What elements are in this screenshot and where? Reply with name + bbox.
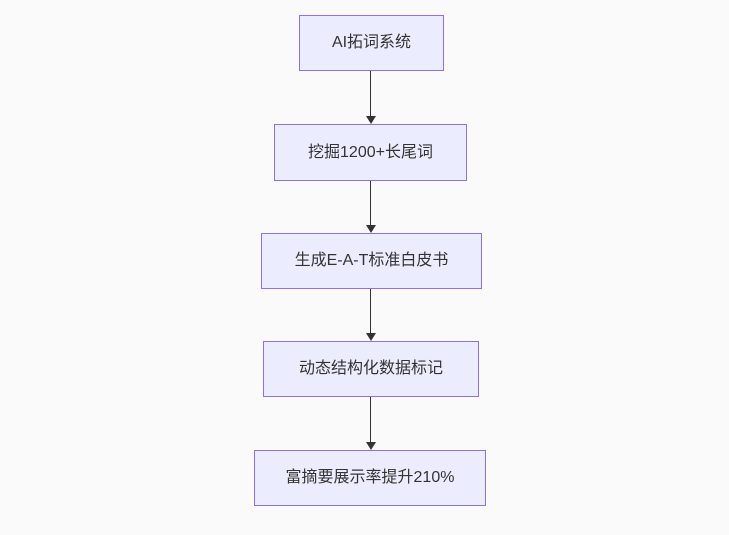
node-label: AI拓词系统 <box>331 34 412 52</box>
flowchart-node-rich-snippet-result: 富摘要展示率提升210% <box>254 450 486 506</box>
arrowhead-down-icon <box>365 333 376 341</box>
flowchart-edge-2 <box>364 181 377 233</box>
node-label: 挖掘1200+长尾词 <box>308 143 433 161</box>
flowchart-node-eat-whitepaper: 生成E-A-T标准白皮书 <box>261 233 482 289</box>
flowchart-node-structured-data: 动态结构化数据标记 <box>263 341 479 397</box>
flowchart-edge-4 <box>364 397 377 450</box>
edge-line <box>369 181 372 225</box>
node-label: 动态结构化数据标记 <box>298 360 443 378</box>
arrowhead-down-icon <box>365 225 376 233</box>
edge-line <box>369 397 372 442</box>
arrowhead-down-icon <box>365 442 376 450</box>
node-label: 生成E-A-T标准白皮书 <box>294 252 449 270</box>
flowchart-edge-3 <box>364 289 377 341</box>
flowchart-node-ai-system: AI拓词系统 <box>299 15 444 71</box>
flowchart-edge-1 <box>364 71 377 124</box>
flowchart-node-longtail-words: 挖掘1200+长尾词 <box>274 124 467 181</box>
edge-line <box>369 289 372 333</box>
edge-line <box>369 71 372 116</box>
node-label: 富摘要展示率提升210% <box>285 469 455 487</box>
arrowhead-down-icon <box>365 116 376 124</box>
